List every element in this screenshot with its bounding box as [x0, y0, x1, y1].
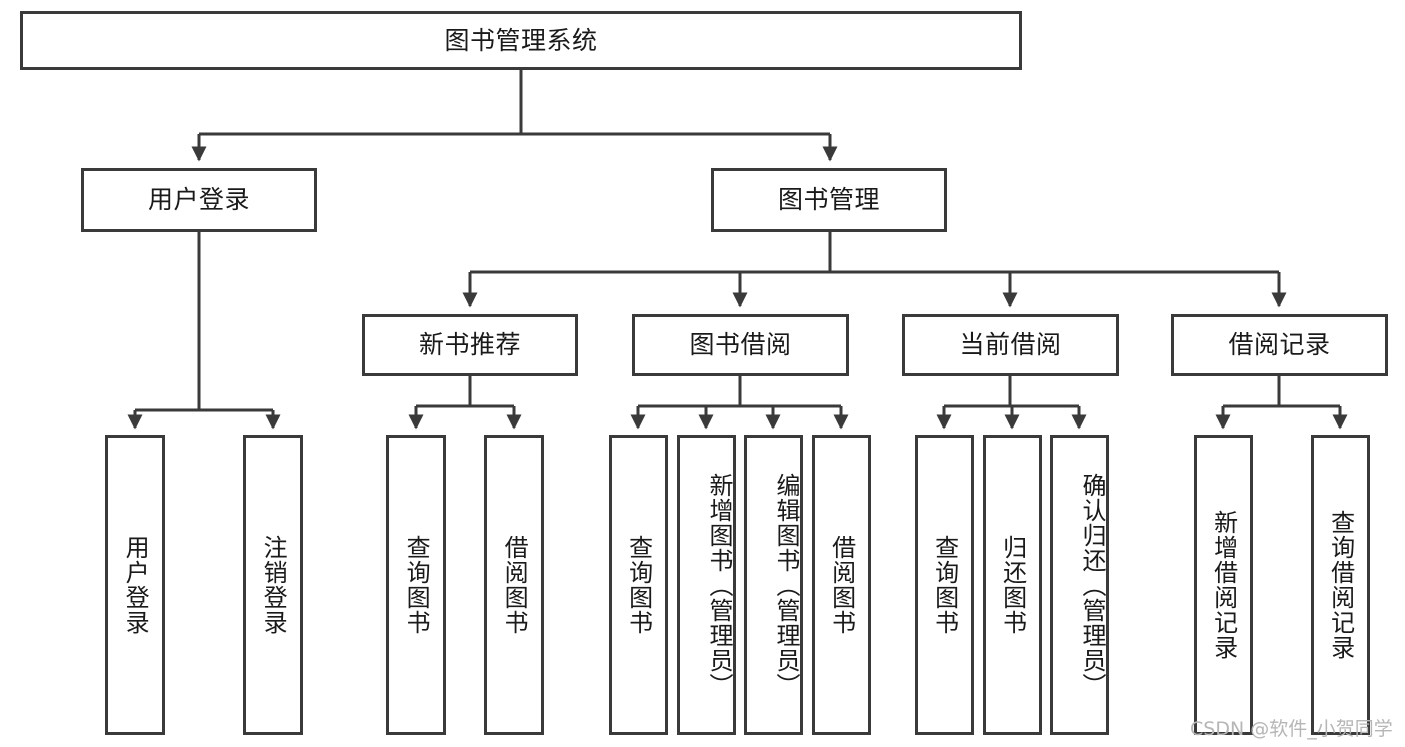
- node-leaf-logout[interactable]: 注销登录: [243, 435, 303, 735]
- csdn-watermark: CSDN @软件_小贺同学: [1190, 718, 1393, 740]
- node-current-borrow[interactable]: 当前借阅: [902, 314, 1119, 376]
- node-leaf-borrow-book[interactable]: 借阅图书: [812, 435, 871, 735]
- node-leaf-return-book[interactable]: 归还图书: [983, 435, 1042, 735]
- node-leaf-confirm-return[interactable]: 确认归还（管理员）: [1050, 435, 1109, 735]
- node-book-management[interactable]: 图书管理: [711, 168, 947, 232]
- node-leaf-query-book-borrow[interactable]: 查询图书: [609, 435, 668, 735]
- node-leaf-user-login[interactable]: 用户登录: [105, 435, 165, 735]
- node-leaf-edit-book[interactable]: 编辑图书（管理员）: [744, 435, 803, 735]
- node-root-system[interactable]: 图书管理系统: [20, 11, 1022, 70]
- node-leaf-add-book[interactable]: 新增图书（管理员）: [677, 435, 736, 735]
- node-leaf-query-book-recommend[interactable]: 查询图书: [386, 435, 446, 735]
- node-new-book-recommend[interactable]: 新书推荐: [362, 314, 578, 376]
- node-book-borrow[interactable]: 图书借阅: [632, 314, 849, 376]
- node-leaf-query-book-current[interactable]: 查询图书: [915, 435, 974, 735]
- node-leaf-query-borrow-record[interactable]: 查询借阅记录: [1311, 435, 1370, 735]
- node-user-login[interactable]: 用户登录: [81, 168, 317, 232]
- node-borrow-record[interactable]: 借阅记录: [1171, 314, 1388, 376]
- node-leaf-borrow-book-recommend[interactable]: 借阅图书: [484, 435, 544, 735]
- node-leaf-add-borrow-record[interactable]: 新增借阅记录: [1194, 435, 1253, 735]
